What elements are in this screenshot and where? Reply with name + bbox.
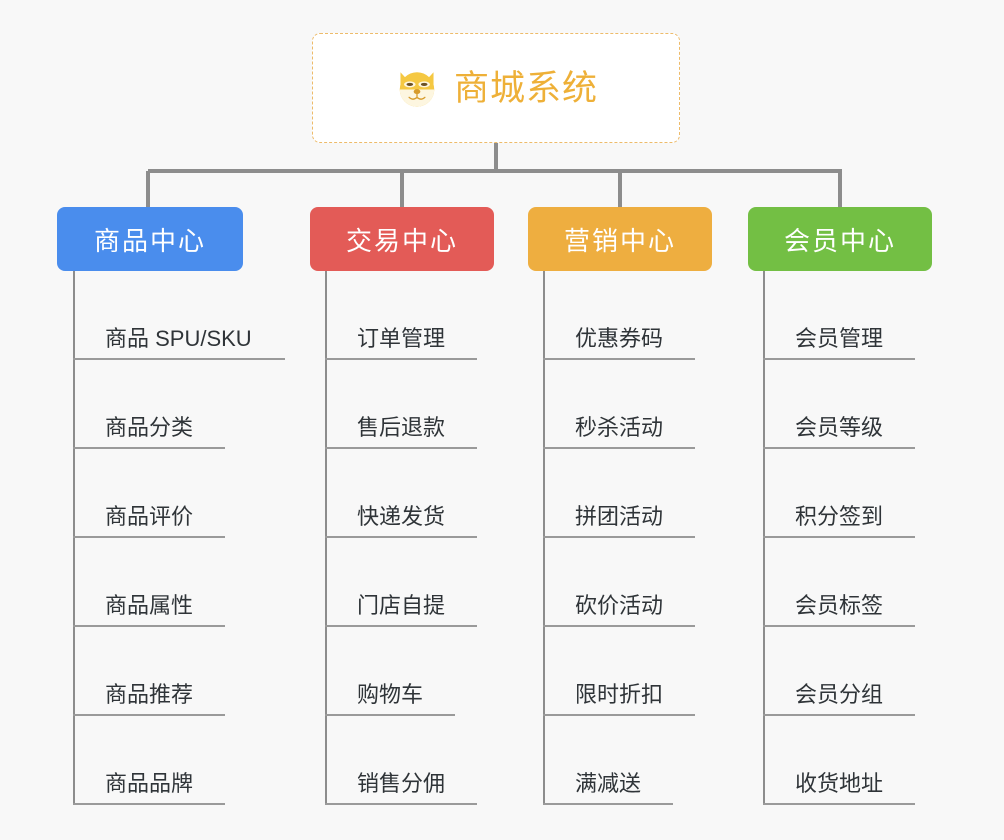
- leaf-underline: [543, 625, 695, 627]
- leaf-item[interactable]: 门店自提: [325, 538, 477, 627]
- category-node-4[interactable]: 会员中心: [748, 207, 932, 271]
- leaf-label: 订单管理: [357, 326, 446, 351]
- leaf-underline: [543, 358, 695, 360]
- leaf-underline: [763, 358, 915, 360]
- leaf-underline: [543, 803, 673, 805]
- leaf-item[interactable]: 优惠券码: [543, 271, 695, 360]
- leaf-label: 砍价活动: [575, 593, 664, 618]
- leaf-item[interactable]: 收货地址: [763, 716, 915, 805]
- leaf-label: 销售分佣: [357, 771, 446, 796]
- leaf-label: 商品推荐: [105, 682, 194, 707]
- leaf-rail: [73, 271, 75, 805]
- leaf-underline: [73, 803, 225, 805]
- leaf-rail: [325, 271, 327, 805]
- category-label: 商品中心: [93, 225, 206, 256]
- connector-root-vertical: [494, 143, 498, 171]
- leaf-column-3: 优惠券码秒杀活动拼团活动砍价活动限时折扣满减送: [543, 271, 695, 805]
- leaf-label: 售后退款: [357, 415, 446, 440]
- leaf-label: 收货地址: [795, 771, 884, 796]
- leaf-underline: [325, 714, 455, 716]
- leaf-label: 会员等级: [795, 415, 884, 440]
- leaf-underline: [325, 803, 477, 805]
- leaf-label: 满减送: [575, 771, 642, 796]
- leaf-item[interactable]: 会员分组: [763, 627, 915, 716]
- leaf-item[interactable]: 会员等级: [763, 360, 915, 449]
- leaf-item[interactable]: 秒杀活动: [543, 360, 695, 449]
- leaf-underline: [73, 447, 225, 449]
- leaf-item[interactable]: 会员管理: [763, 271, 915, 360]
- leaf-underline: [73, 536, 225, 538]
- category-label: 会员中心: [783, 225, 896, 256]
- leaf-item[interactable]: 砍价活动: [543, 538, 695, 627]
- leaf-rail: [763, 271, 765, 805]
- leaf-item[interactable]: 满减送: [543, 716, 673, 805]
- leaf-underline: [543, 714, 695, 716]
- category-label: 营销中心: [563, 225, 676, 256]
- leaf-item[interactable]: 会员标签: [763, 538, 915, 627]
- leaf-label: 商品评价: [105, 504, 194, 529]
- leaf-item[interactable]: 商品 SPU/SKU: [73, 271, 285, 360]
- leaf-underline: [73, 358, 285, 360]
- leaf-item[interactable]: 积分签到: [763, 449, 915, 538]
- leaf-item[interactable]: 购物车: [325, 627, 455, 716]
- leaf-item[interactable]: 拼团活动: [543, 449, 695, 538]
- leaf-item[interactable]: 快递发货: [325, 449, 477, 538]
- leaf-label: 秒杀活动: [575, 415, 664, 440]
- leaf-item[interactable]: 商品评价: [73, 449, 252, 538]
- leaf-underline: [763, 803, 915, 805]
- leaf-item[interactable]: 商品品牌: [73, 716, 252, 805]
- leaf-label: 会员管理: [795, 326, 884, 351]
- leaf-label: 优惠券码: [575, 326, 664, 351]
- shiba-dog-face-icon: [394, 65, 440, 111]
- root-label: 商城系统: [453, 68, 598, 108]
- connector-drop-4: [838, 171, 842, 207]
- leaf-label: 限时折扣: [575, 682, 664, 707]
- leaf-underline: [763, 447, 915, 449]
- leaf-underline: [763, 536, 915, 538]
- leaf-item[interactable]: 商品属性: [73, 538, 252, 627]
- leaf-underline: [325, 358, 477, 360]
- leaf-label: 购物车: [357, 682, 424, 707]
- leaf-label: 商品品牌: [105, 771, 194, 796]
- leaf-underline: [73, 625, 225, 627]
- connector-drop-1: [146, 171, 150, 207]
- leaf-label: 快递发货: [357, 504, 446, 529]
- leaf-underline: [73, 714, 225, 716]
- leaf-label: 会员分组: [795, 682, 884, 707]
- leaf-underline: [763, 625, 915, 627]
- leaf-label: 商品属性: [105, 593, 194, 618]
- leaf-label: 商品分类: [105, 415, 194, 440]
- connector-horizontal-bus: [148, 169, 842, 173]
- connector-drop-3: [618, 171, 622, 207]
- leaf-rail: [543, 271, 545, 805]
- leaf-underline: [543, 536, 695, 538]
- leaf-column-4: 会员管理会员等级积分签到会员标签会员分组收货地址: [763, 271, 915, 805]
- leaf-item[interactable]: 订单管理: [325, 271, 477, 360]
- leaf-underline: [763, 714, 915, 716]
- leaf-item[interactable]: 销售分佣: [325, 716, 477, 805]
- category-node-3[interactable]: 营销中心: [528, 207, 712, 271]
- leaf-underline: [325, 625, 477, 627]
- leaf-item[interactable]: 商品分类: [73, 360, 252, 449]
- leaf-label: 门店自提: [357, 593, 446, 618]
- leaf-label: 积分签到: [795, 504, 884, 529]
- leaf-underline: [325, 536, 477, 538]
- root-node[interactable]: 商城系统: [312, 33, 680, 143]
- leaf-item[interactable]: 售后退款: [325, 360, 477, 449]
- leaf-label: 拼团活动: [575, 504, 664, 529]
- leaf-item[interactable]: 限时折扣: [543, 627, 695, 716]
- category-node-2[interactable]: 交易中心: [310, 207, 494, 271]
- connector-drop-2: [400, 171, 404, 207]
- category-node-1[interactable]: 商品中心: [57, 207, 243, 271]
- leaf-underline: [543, 447, 695, 449]
- leaf-label: 会员标签: [795, 593, 884, 618]
- leaf-item[interactable]: 商品推荐: [73, 627, 252, 716]
- category-label: 交易中心: [345, 225, 458, 256]
- leaf-column-1: 商品 SPU/SKU 商品分类商品评价商品属性商品推荐商品品牌: [73, 271, 285, 805]
- leaf-column-2: 订单管理售后退款快递发货门店自提购物车销售分佣: [325, 271, 477, 805]
- leaf-underline: [325, 447, 477, 449]
- leaf-label: 商品 SPU/SKU: [105, 326, 252, 351]
